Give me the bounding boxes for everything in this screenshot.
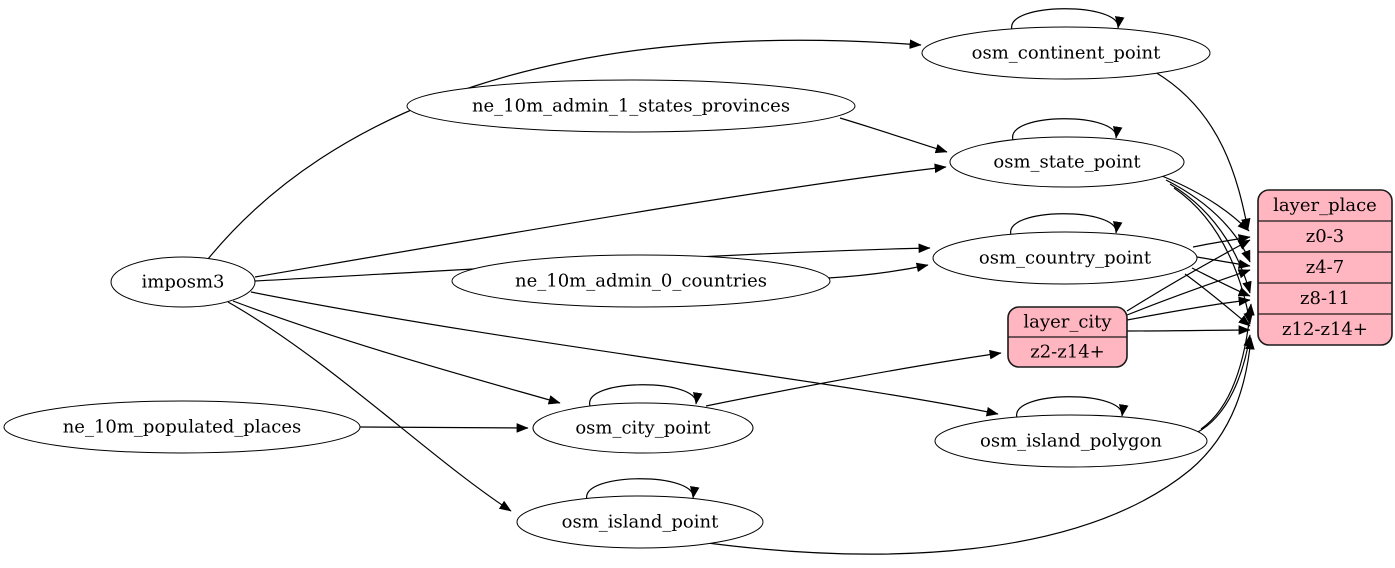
osm-country-point-ellipse bbox=[932, 231, 1198, 285]
ne-10m-populated-places-label: ne_10m_populated_places bbox=[63, 417, 302, 438]
osm-state-point-ellipse bbox=[949, 136, 1185, 188]
osm-continent-point-label: osm_continent_point bbox=[972, 43, 1161, 64]
edge-imposm3-to-osm_island_polygon bbox=[250, 291, 999, 417]
edge-ne_10m_admin_0_countries-to-osm_country_point bbox=[827, 262, 929, 279]
node-osm-continent-point: osm_continent_point bbox=[921, 26, 1211, 80]
node-layer-place: layer_place z0-3 z4-7 z8-11 z12-z14+ bbox=[1257, 189, 1393, 346]
layer-place-row-z4-7: z4-7 bbox=[1306, 257, 1344, 278]
node-osm-city-point: osm_city_point bbox=[532, 402, 754, 454]
edge-layer_city-to-layer_place-z0-3 bbox=[1126, 239, 1251, 312]
imposm3-label: imposm3 bbox=[142, 272, 225, 293]
edge-imposm3-to-osm_continent_point bbox=[207, 39, 922, 260]
osm-continent-point-ellipse bbox=[921, 26, 1211, 80]
edge-osm_country_point-to-osm_country_point bbox=[1010, 213, 1123, 236]
edge-osm_country_point-to-layer_place-z4-7 bbox=[1196, 256, 1251, 269]
ne-10m-populated-places-ellipse bbox=[3, 400, 361, 454]
edge-osm_island_point-to-osm_island_point bbox=[586, 478, 700, 501]
node-ne-10m-populated-places: ne_10m_populated_places bbox=[3, 400, 361, 454]
layer-place-title: layer_place bbox=[1273, 195, 1377, 216]
edge-osm_country_point-to-layer_place-z8-11 bbox=[1191, 267, 1251, 297]
node-osm-island-polygon: osm_island_polygon bbox=[934, 414, 1208, 468]
layer-place-row-z8-11: z8-11 bbox=[1300, 288, 1350, 309]
layer-city-title: layer_city bbox=[1023, 312, 1112, 333]
layer-place-record bbox=[1257, 189, 1393, 346]
osm-city-point-ellipse bbox=[532, 402, 754, 454]
osm-city-point-label: osm_city_point bbox=[575, 418, 711, 439]
edge-osm_island_point-to-layer_place-z12-z14+ bbox=[699, 337, 1255, 555]
edge-osm_city_point-to-osm_city_point bbox=[589, 384, 703, 407]
layer-city-row-z2-z14: z2-z14+ bbox=[1030, 342, 1105, 363]
edge-osm_country_point-to-layer_place-z0-3 bbox=[1192, 234, 1251, 248]
edge-imposm3-to-osm_city_point bbox=[232, 300, 561, 405]
edge-osm_continent_point-to-layer_place-z0-3 bbox=[1154, 71, 1251, 231]
node-osm-country-point: osm_country_point bbox=[932, 231, 1198, 285]
layer-place-row-z12-z14: z12-z14+ bbox=[1282, 319, 1368, 340]
osm-island-polygon-label: osm_island_polygon bbox=[980, 431, 1162, 452]
ne-10m-admin-1-label: ne_10m_admin_1_states_provinces bbox=[472, 96, 790, 117]
node-osm-island-point: osm_island_point bbox=[516, 495, 764, 549]
ne-10m-admin-0-ellipse bbox=[451, 254, 831, 308]
osm-island-point-label: osm_island_point bbox=[562, 512, 719, 533]
osm-state-point-label: osm_state_point bbox=[993, 152, 1141, 173]
edge-osm_continent_point-to-osm_continent_point bbox=[1011, 8, 1125, 31]
edge-ne_10m_populated_places-to-osm_city_point bbox=[359, 423, 529, 433]
ne-10m-admin-1-ellipse bbox=[406, 79, 856, 133]
node-osm-state-point: osm_state_point bbox=[949, 136, 1185, 188]
edge-layer_city-to-layer_place-z12-z14+ bbox=[1126, 325, 1251, 335]
osm-island-point-ellipse bbox=[516, 495, 764, 549]
node-ne-10m-admin-0-countries: ne_10m_admin_0_countries bbox=[451, 254, 831, 308]
edge-ne_10m_admin_1_states_provinces-to-osm_state_point bbox=[839, 117, 948, 154]
edge-osm_country_point-to-layer_place-z12-z14+ bbox=[1184, 273, 1251, 327]
edge-osm_state_point-to-layer_place-z4-7 bbox=[1165, 179, 1251, 263]
edge-layer_city-to-layer_place-z8-11 bbox=[1126, 296, 1251, 321]
imposm3-ellipse bbox=[110, 256, 256, 308]
layer-place-row-z0-3: z0-3 bbox=[1306, 226, 1344, 247]
node-ne-10m-admin-1-states-provinces: ne_10m_admin_1_states_provinces bbox=[406, 79, 856, 133]
edge-osm_state_point-to-layer_place-z8-11 bbox=[1169, 183, 1252, 294]
node-layer-city: layer_city z2-z14+ bbox=[1007, 306, 1128, 368]
edge-osm_state_point-to-osm_state_point bbox=[1012, 118, 1123, 141]
edge-osm_city_point-to-layer_city-z2-z14+ bbox=[705, 349, 1002, 407]
edge-imposm3-to-osm_state_point bbox=[254, 163, 947, 278]
edge-osm_island_polygon-to-osm_island_polygon bbox=[1016, 396, 1129, 419]
osm-island-polygon-ellipse bbox=[934, 414, 1208, 468]
edge-layer_city-to-layer_place-z4-7 bbox=[1126, 269, 1251, 316]
node-layer: imposm3 ne_10m_admin_1_states_provinces … bbox=[3, 26, 1393, 549]
osm-country-point-label: osm_country_point bbox=[979, 248, 1152, 269]
edge-osm_state_point-to-layer_place-z0-3 bbox=[1161, 175, 1250, 232]
edge-osm_island_polygon-to-layer_place-z12-z14+ bbox=[1195, 334, 1253, 434]
edge-layer bbox=[207, 8, 1255, 555]
node-imposm3: imposm3 bbox=[110, 256, 256, 308]
ne-10m-admin-0-label: ne_10m_admin_0_countries bbox=[515, 271, 767, 292]
edge-imposm3-to-osm_island_point bbox=[227, 301, 512, 512]
edge-osm_island_polygon-to-layer_place-z8-11 bbox=[1200, 303, 1255, 430]
